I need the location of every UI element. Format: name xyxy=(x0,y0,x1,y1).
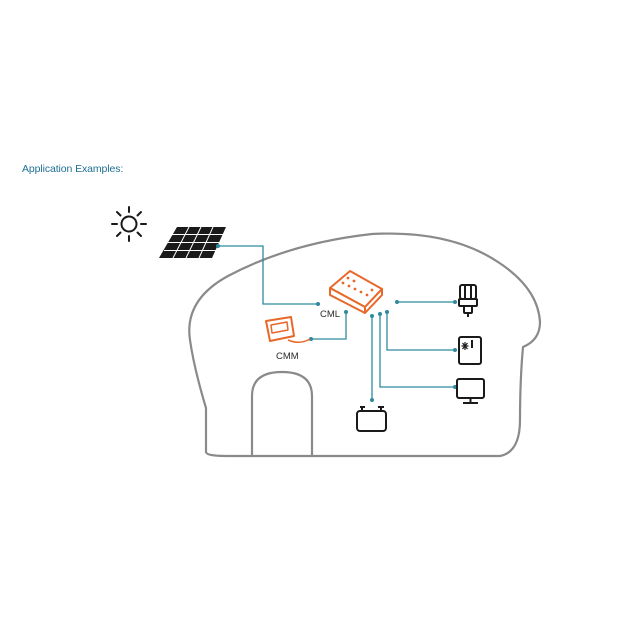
door xyxy=(250,370,314,456)
controller-label: CML xyxy=(320,309,340,320)
wire-dots xyxy=(216,244,457,402)
fridge-icon xyxy=(458,336,482,365)
controller-icon xyxy=(329,270,383,314)
house-outline xyxy=(188,232,542,458)
sun-icon xyxy=(111,206,147,242)
page-heading: Application Examples: xyxy=(22,163,124,175)
battery-icon xyxy=(356,406,387,432)
tv-monitor-icon xyxy=(456,378,485,404)
light-bulb-icon xyxy=(458,284,478,317)
monitor-label: CMM xyxy=(276,351,299,362)
controller-leds xyxy=(341,276,374,297)
wiring xyxy=(218,245,455,400)
monitor-meter-icon xyxy=(265,316,311,343)
solar-panel-icon xyxy=(159,226,226,259)
